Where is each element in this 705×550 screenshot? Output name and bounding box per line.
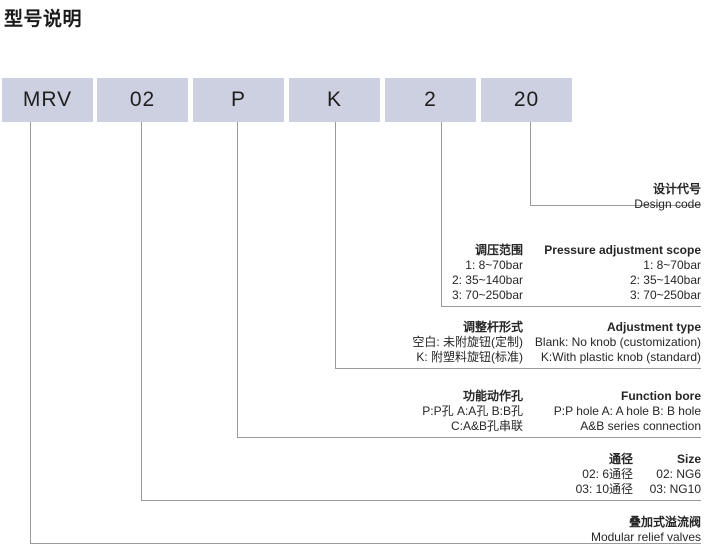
desc-function-bore-row-2-cn: C:A&B孔串联 (450, 419, 523, 433)
desc-adjustment-row-1: 空白: 未附旋钮(定制) Blank: No knob (customizatio… (373, 335, 701, 350)
leader-hline-design-code (530, 205, 701, 206)
desc-function-bore: 功能动作孔 Function bore P:P孔 A:A孔 B:B孔 P:P hol… (373, 389, 701, 434)
desc-pressure-row-2-cn: 2: 35~140bar (451, 273, 523, 287)
desc-size-row-2: 03: 10通径 03: NG10 (541, 482, 701, 497)
desc-design-code: 设计代号 Design code (634, 182, 701, 212)
desc-function-bore-row-1-en: P:P hole A: A hole B: B hole (553, 404, 701, 418)
leader-vline-product-name (30, 122, 31, 544)
desc-pressure-row-3-cn: 3: 70~250bar (451, 288, 523, 302)
desc-function-bore-row-2: C:A&B孔串联 A&B series connection (373, 419, 701, 434)
desc-pressure-row-1-en: 1: 8~70bar (643, 258, 701, 272)
desc-pressure-adjustment-scope: 调压范围 Pressure adjustment scope 1: 8~70bar… (375, 243, 701, 303)
page-title: 型号说明 (4, 9, 83, 30)
desc-adjustment-heading-en: Adjustment type (606, 320, 701, 334)
code-box-adjustment-type[interactable]: K (289, 78, 380, 122)
desc-size-row-1-en: 02: NG6 (656, 467, 701, 481)
desc-function-bore-heading-cn: 功能动作孔 (462, 389, 523, 403)
desc-function-bore-row-1: P:P孔 A:A孔 B:B孔 P:P hole A: A hole B: B ho… (373, 404, 701, 419)
desc-adjustment-row-2: K: 附塑料旋钮(标准) K:With plastic knob (standar… (373, 350, 701, 365)
leader-vline-design-code (530, 122, 531, 206)
desc-size-row-1-cn: 02: 6通径 (582, 467, 633, 481)
desc-pressure-row-2-en: 2: 35~140bar (629, 273, 701, 287)
desc-size-row-2-cn: 03: 10通径 (575, 482, 633, 496)
leader-vline-size (141, 122, 142, 501)
desc-pressure-row-1: 1: 8~70bar 1: 8~70bar (375, 258, 701, 273)
leader-vline-function-bore (237, 122, 238, 438)
desc-design-code-heading-en: Design code (634, 197, 701, 211)
desc-adjustment-row-2-en: K:With plastic knob (standard) (540, 350, 701, 364)
desc-function-bore-heading-en: Function bore (621, 389, 701, 403)
desc-adjustment-heading: 调整杆形式 Adjustment type (373, 320, 701, 335)
desc-pressure-row-2: 2: 35~140bar 2: 35~140bar (375, 273, 701, 288)
desc-pressure-row-3: 3: 70~250bar 3: 70~250bar (375, 288, 701, 303)
desc-function-bore-heading: 功能动作孔 Function bore (373, 389, 701, 404)
desc-pressure-row-3-en: 3: 70~250bar (629, 288, 701, 302)
desc-adjustment-row-1-en: Blank: No knob (customization) (534, 335, 701, 349)
code-box-series[interactable]: MRV (2, 78, 93, 122)
code-box-pressure-scope[interactable]: 2 (385, 78, 476, 122)
desc-adjustment-heading-cn: 调整杆形式 (462, 320, 523, 334)
desc-size: 通径 Size 02: 6通径 02: NG6 03: 10通径 03: NG10 (541, 452, 701, 497)
leader-hline-pressure-scope (441, 306, 701, 307)
code-box-design-code[interactable]: 20 (481, 78, 572, 122)
code-box-size[interactable]: 02 (97, 78, 188, 122)
desc-size-row-2-en: 03: NG10 (649, 482, 701, 496)
desc-pressure-heading-cn: 调压范围 (474, 243, 523, 257)
leader-hline-function-bore (237, 437, 701, 438)
desc-size-row-1: 02: 6通径 02: NG6 (541, 467, 701, 482)
desc-size-heading: 通径 Size (541, 452, 701, 467)
desc-adjustment-row-1-cn: 空白: 未附旋钮(定制) (412, 335, 523, 349)
desc-adjustment-type: 调整杆形式 Adjustment type 空白: 未附旋钮(定制) Blank: … (373, 320, 701, 365)
desc-product-name: 叠加式溢流阀 Modular relief valves (591, 515, 701, 545)
leader-hline-adjustment-type (335, 368, 701, 369)
leader-hline-product-name (30, 543, 701, 544)
code-box-function-bore[interactable]: P (193, 78, 284, 122)
leader-hline-size (141, 500, 701, 501)
desc-size-heading-en: Size (676, 452, 701, 466)
desc-pressure-row-1-cn: 1: 8~70bar (465, 258, 523, 272)
desc-product-name-en: Modular relief valves (590, 530, 701, 544)
desc-design-code-heading-cn: 设计代号 (652, 182, 701, 196)
desc-function-bore-row-1-cn: P:P孔 A:A孔 B:B孔 (422, 404, 523, 418)
desc-size-heading-cn: 通径 (608, 452, 633, 466)
desc-pressure-heading: 调压范围 Pressure adjustment scope (375, 243, 701, 258)
desc-function-bore-row-2-en: A&B series connection (580, 419, 701, 433)
leader-vline-adjustment-type (335, 122, 336, 369)
desc-product-name-cn: 叠加式溢流阀 (628, 515, 701, 529)
desc-pressure-heading-en: Pressure adjustment scope (544, 243, 701, 257)
desc-adjustment-row-2-cn: K: 附塑料旋钮(标准) (416, 350, 523, 364)
leader-vline-pressure-scope (441, 122, 442, 307)
model-code-row: MRV 02 P K 2 20 (0, 78, 705, 122)
